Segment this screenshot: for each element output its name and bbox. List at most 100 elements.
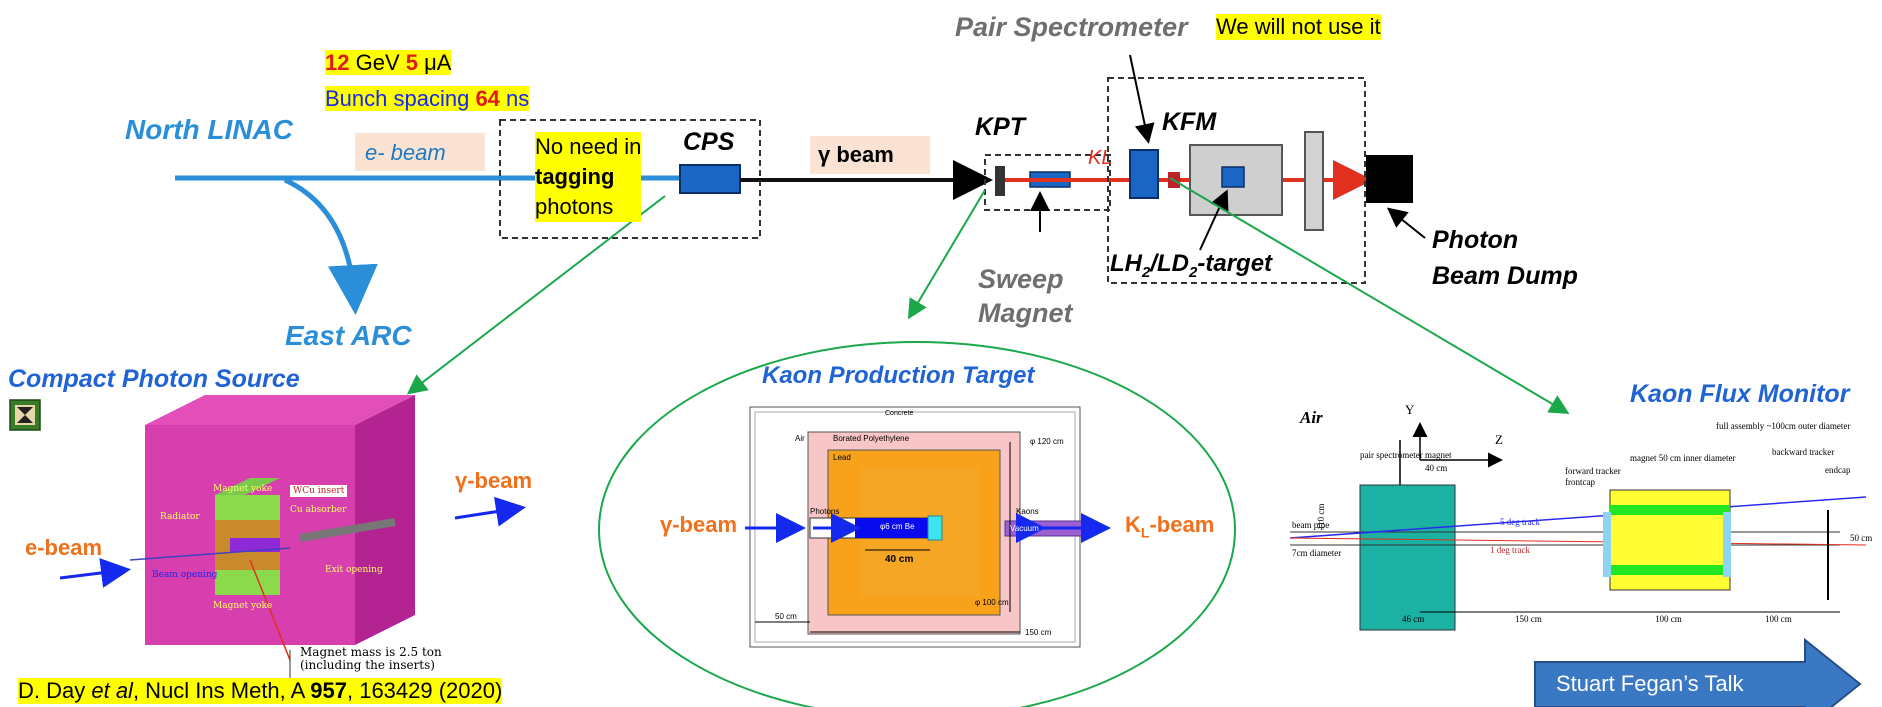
- label-endcap: endcap: [1825, 465, 1851, 475]
- kfm-link-arrow: [1169, 177, 1570, 415]
- cps-icon: [9, 399, 41, 431]
- exit-pipe: [299, 518, 396, 542]
- label-vacuum: Vacuum: [1010, 524, 1039, 533]
- axis-y-label: Y: [1405, 402, 1415, 417]
- label-be: φ6 cm Be: [880, 522, 915, 531]
- label-exit-opening: Exit opening: [325, 565, 383, 575]
- wcu-insert: [230, 538, 280, 552]
- downstream-plate: [1304, 131, 1324, 231]
- kfm-air-label: Air: [1300, 408, 1323, 427]
- label-lead: Lead: [833, 453, 851, 462]
- target-pointer: [1199, 189, 1229, 251]
- beam-dump-block: [1366, 155, 1413, 203]
- label-w40: 40 cm: [1425, 463, 1448, 473]
- kfm-label: KFM: [1162, 108, 1217, 136]
- kpt-panel-title: Kaon Production Target: [762, 362, 1035, 389]
- no-need-note: No need in tagging photons: [535, 132, 642, 222]
- citation: D. Day et al, Nucl Ins Meth, A 957, 1634…: [18, 678, 503, 704]
- talk-banner-shape: [1534, 637, 1862, 707]
- label-photons: Photons: [810, 507, 840, 516]
- pair-spectrometer-note: We will not use it: [1216, 14, 1381, 40]
- bunch-spacing: Bunch spacing 64 ns: [325, 86, 530, 111]
- label-full-assembly: full assembly ~100cm outer diameter: [1716, 421, 1851, 431]
- label-concrete: Concrete: [885, 410, 914, 417]
- cps-dashed-box: [499, 119, 761, 239]
- lh2-target-cell: [1221, 166, 1245, 188]
- label-d150: 150 cm: [1515, 614, 1542, 624]
- kpt-gamma-label: γ-beam: [660, 512, 738, 537]
- cps-top-face: [145, 395, 415, 425]
- kpt-drawing: [745, 406, 1111, 648]
- track-1deg: [1289, 537, 1867, 546]
- label-magnet-diameter: magnet 50 cm inner diameter: [1630, 453, 1736, 463]
- label-d100: φ 100 cm: [975, 598, 1009, 607]
- label-d120: φ 120 cm: [1030, 437, 1064, 446]
- dump-pointer: [1386, 207, 1426, 239]
- beam-energy: 12 GeV 5 μA: [325, 50, 452, 75]
- label-backward-tracker: backward tracker: [1772, 447, 1835, 457]
- label-wcu-insert: WCu insert: [290, 485, 348, 497]
- label-beam-opening: Beam opening: [152, 570, 218, 580]
- cps-gamma-arrow: [454, 496, 526, 527]
- backward-tracker: [1723, 512, 1731, 577]
- label-psm: pair spectrometer magnet: [1360, 450, 1452, 460]
- label-h50: 50 cm: [1850, 533, 1873, 543]
- label-borated-poly: Borated Polyethylene: [833, 434, 910, 443]
- label-frontcap: frontcap: [1565, 477, 1595, 487]
- target-label: LH2/LD2-target: [1110, 250, 1273, 281]
- cps-3d-model: [129, 395, 415, 690]
- forward-tracker: [1603, 512, 1611, 577]
- kfm-dashed-box: [1107, 77, 1366, 284]
- east-arc-label: East ARC: [285, 320, 412, 351]
- kpt-label: KPT: [975, 113, 1025, 141]
- label-diameter: 7cm diameter: [1292, 548, 1342, 558]
- cps-label: CPS: [683, 128, 735, 156]
- label-d150: 150 cm: [1025, 628, 1052, 637]
- label-5deg: 5 deg track: [1500, 517, 1540, 527]
- label-yoke-top: Magnet yoke: [213, 484, 273, 494]
- talk-banner-label[interactable]: Stuart Fegan’s Talk: [1556, 671, 1744, 696]
- label-air: Air: [795, 434, 805, 443]
- cps-ebeam-label: e-beam: [25, 535, 103, 560]
- label-d100b: 100 cm: [1765, 614, 1792, 624]
- be-target: [855, 518, 930, 538]
- gamma-beam-tag: γ beam: [818, 142, 894, 167]
- label-cu-absorber: Cu absorber: [290, 505, 347, 515]
- label-radiator: Radiator: [160, 512, 200, 522]
- cps-link-arrow: [406, 195, 666, 395]
- pair-spec-pointer: [1129, 54, 1155, 144]
- label-d46: 46 cm: [1402, 614, 1425, 624]
- label-d100a: 100 cm: [1655, 614, 1682, 624]
- cps-block: [679, 164, 741, 194]
- cps-gamma-label: γ-beam: [455, 468, 533, 493]
- label-forty-cm: 40 cm: [885, 554, 914, 565]
- label-kaons: Kaons: [1016, 507, 1039, 516]
- gamma-tag-bg: [810, 136, 930, 174]
- kpt-ellipse: [598, 341, 1236, 707]
- axis-z-label: Z: [1495, 432, 1503, 447]
- label-1deg: 1 deg track: [1490, 545, 1530, 555]
- kfm-drawing: [1289, 422, 1867, 631]
- kfm-panel-title: Kaon Flux Monitor: [1630, 380, 1850, 408]
- kfm-block: [1129, 149, 1159, 199]
- ebeam-tag-bg: [355, 133, 485, 171]
- label-magnet-mass: Magnet mass is 2.5 ton(including the ins…: [300, 645, 442, 672]
- label-forward-tracker: forward tracker: [1565, 466, 1621, 476]
- kpt-target: [995, 166, 1005, 196]
- kl-tag: KL: [1088, 147, 1113, 169]
- pair-spectrometer-label: Pair Spectrometer: [955, 12, 1188, 42]
- north-linac-label: North LINAC: [125, 114, 293, 145]
- be-end-cap: [927, 515, 943, 541]
- label-yoke-bottom: Magnet yoke: [213, 601, 273, 611]
- psm-block: [1359, 484, 1456, 631]
- kpt-kl-label: KL-beam: [1125, 512, 1215, 541]
- ebeam-tag: e- beam: [365, 140, 446, 165]
- cps-panel-title: Compact Photon Source: [8, 365, 300, 393]
- kpt-link-arrow: [907, 189, 986, 320]
- east-arc-branch: [283, 177, 378, 315]
- label-beampipe: beam pipe: [1292, 520, 1330, 530]
